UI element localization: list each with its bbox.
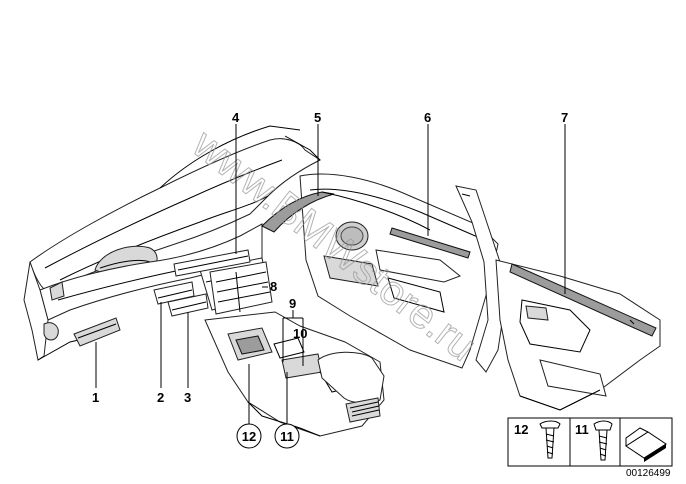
leader-lines — [95, 124, 566, 424]
callout-5: 5 — [314, 110, 321, 125]
callout-11-circle — [274, 423, 300, 449]
callout-9: 9 — [289, 296, 296, 311]
trim-part-2 — [153, 281, 195, 305]
callout-2: 2 — [157, 390, 164, 405]
diagram-id: 00126499 — [626, 468, 671, 479]
callout-4: 4 — [232, 110, 240, 125]
screw-icon — [539, 420, 561, 459]
trim-part-5 — [261, 191, 335, 233]
screw-icon — [593, 420, 613, 461]
callout-12: 12 — [242, 429, 256, 444]
trim-part-6 — [389, 227, 471, 259]
center-console-drawing — [204, 311, 385, 437]
callout-6: 6 — [424, 110, 431, 125]
callout-12-circle — [236, 423, 262, 449]
door-speaker — [335, 221, 369, 251]
callout-10: 10 — [293, 326, 307, 341]
clip-symbol-icon — [625, 427, 667, 462]
trim-part-3 — [167, 293, 209, 317]
trim-pieces — [73, 249, 273, 347]
trim-part-1 — [73, 317, 121, 347]
callout-labels: 1 2 3 4 5 6 7 8 9 10 12 11 — [92, 110, 568, 449]
callout-8: 8 — [270, 279, 277, 294]
legend-number-12: 12 — [514, 422, 528, 437]
trim-part-7 — [509, 263, 657, 337]
callout-7: 7 — [561, 110, 568, 125]
callout-11: 11 — [280, 429, 294, 444]
fastener-legend: 12 11 00126499 — [507, 417, 673, 479]
rear-door-drawing — [455, 185, 661, 411]
legend-number-11: 11 — [575, 422, 589, 437]
front-door-drawing — [261, 173, 499, 369]
callout-1: 1 — [92, 390, 99, 405]
callout-3: 3 — [184, 390, 191, 405]
